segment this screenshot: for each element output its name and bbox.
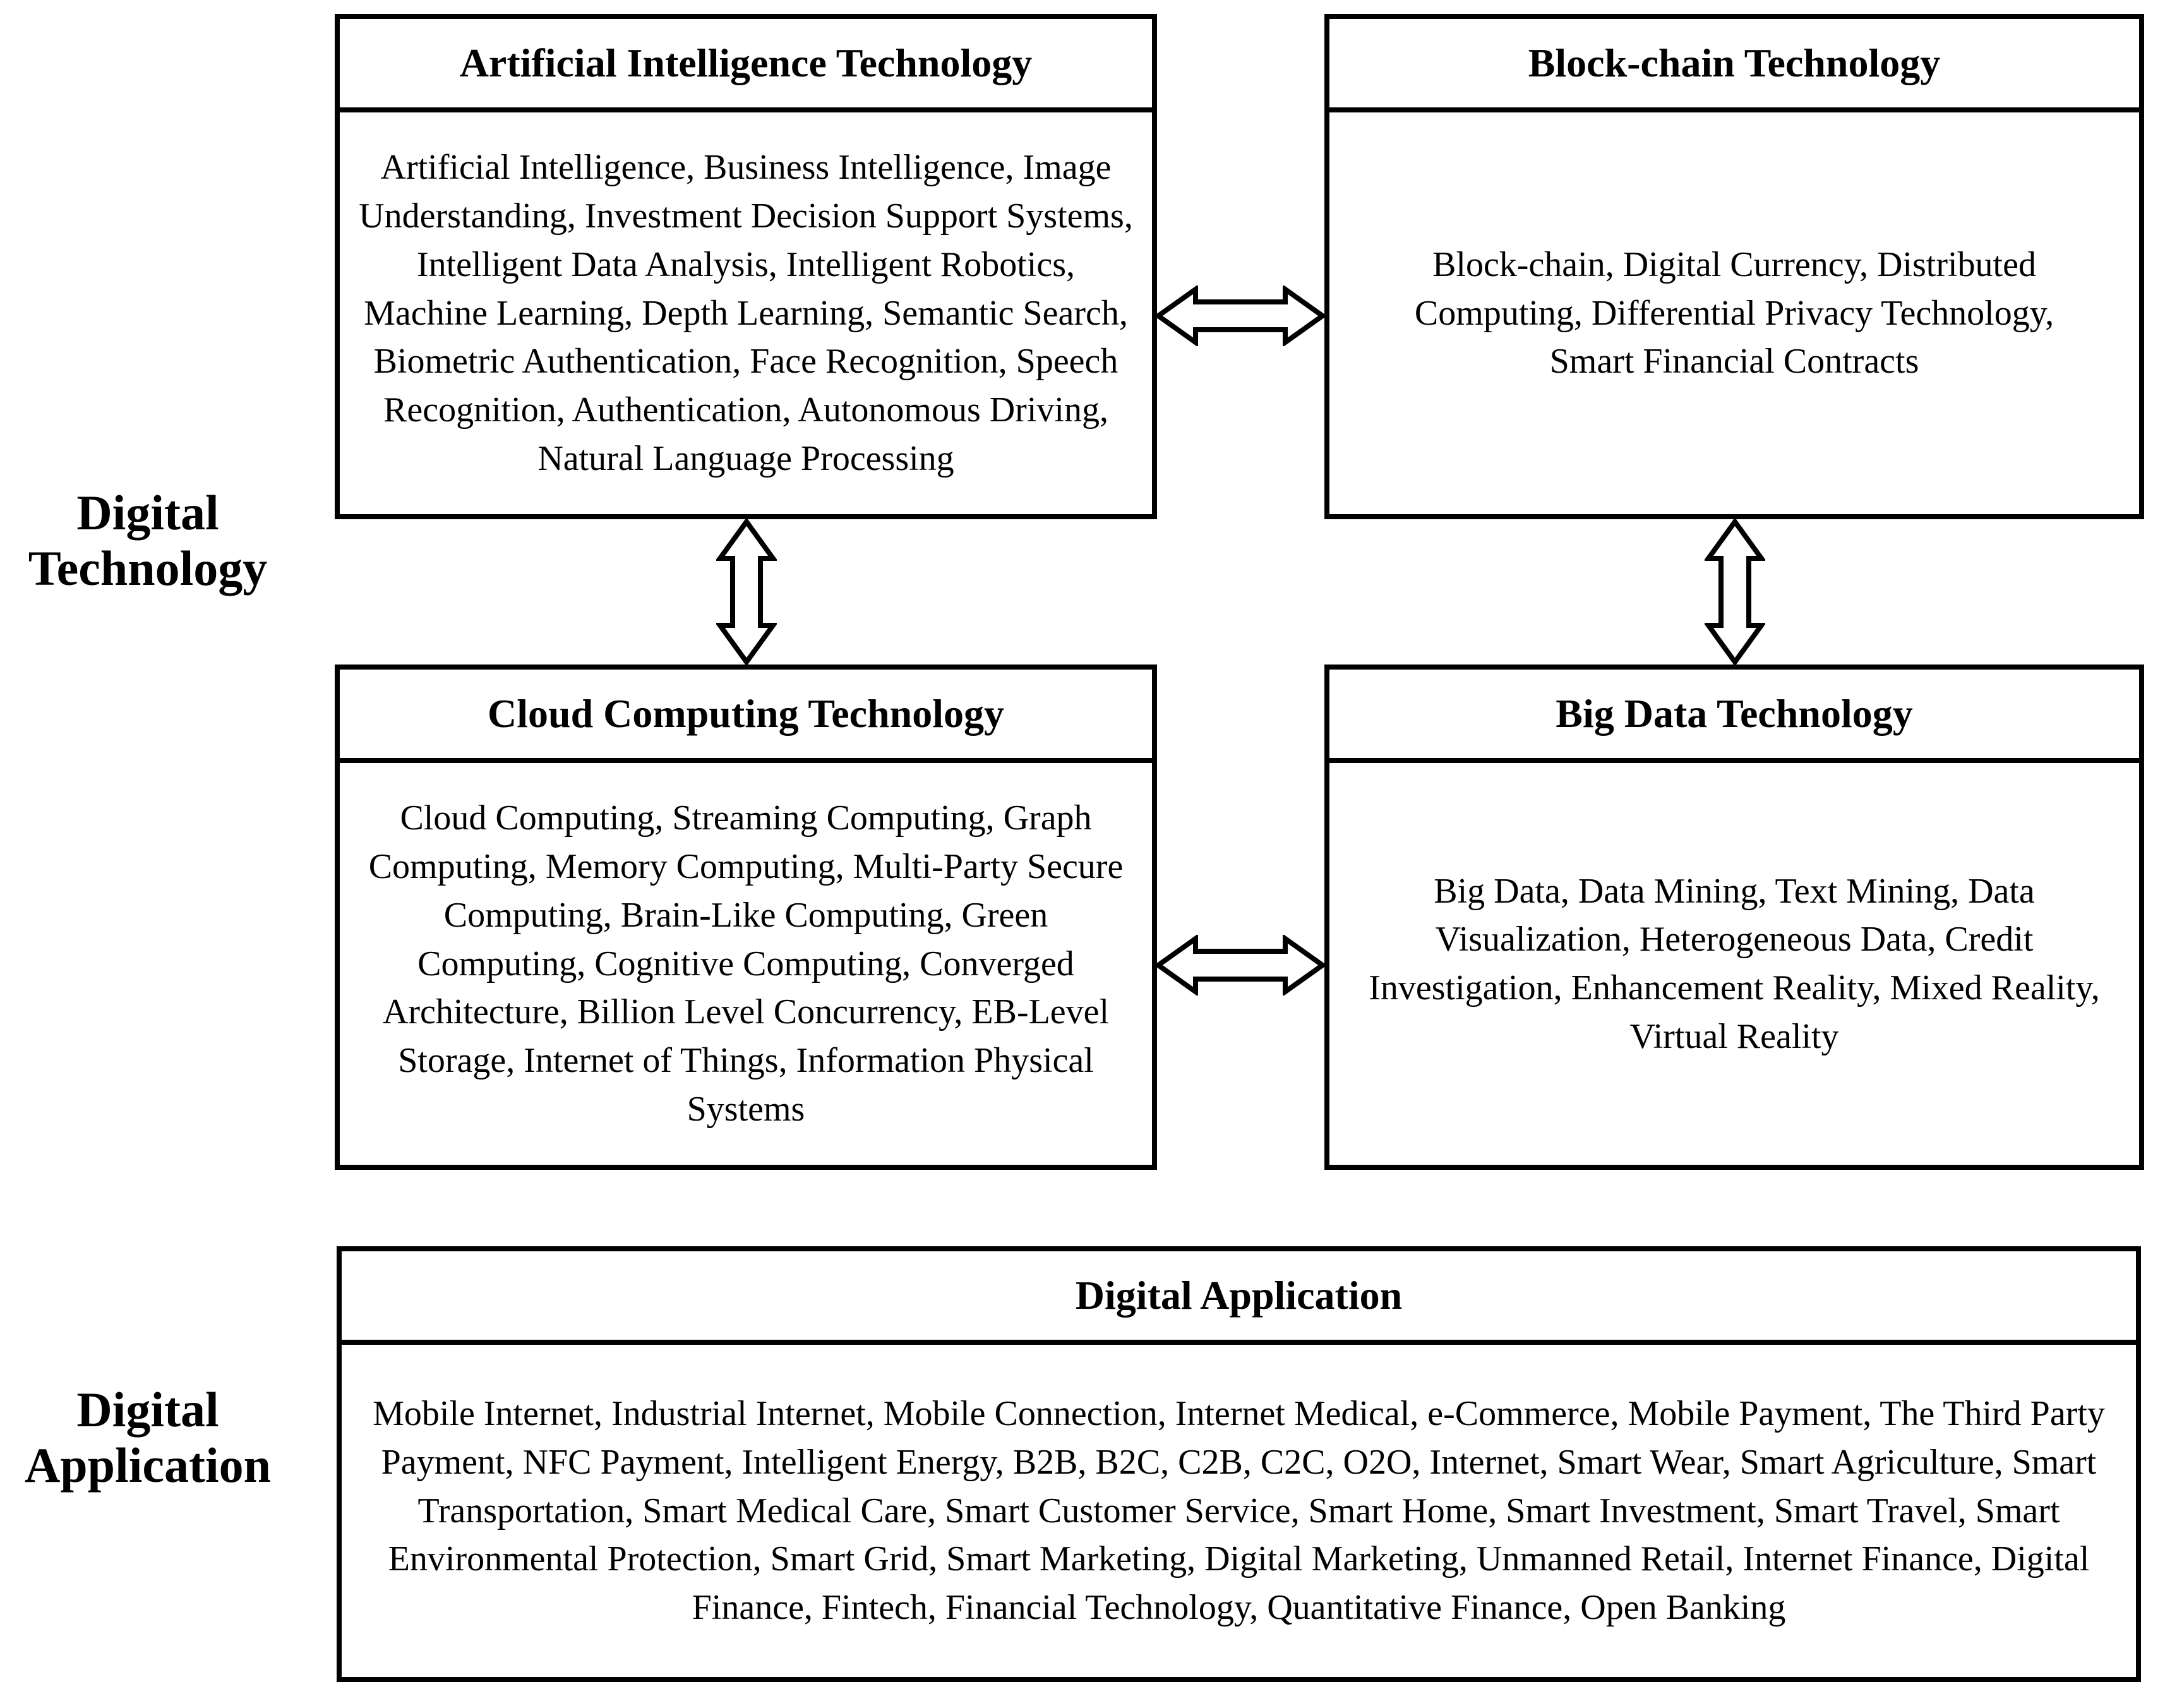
box-block-chain-body: Block-chain, Digital Currency, Distribut… <box>1414 244 2054 382</box>
double-arrow-icon <box>1156 935 1325 995</box>
label-digital-technology: Digital Technology <box>28 485 268 596</box>
box-big-data: Big Data Technology Big Data, Data Minin… <box>1324 665 2144 1170</box>
box-artificial-intelligence-title: Artificial Intelligence Technology <box>340 19 1152 112</box>
box-cloud-computing: Cloud Computing Technology Cloud Computi… <box>335 665 1157 1170</box>
box-big-data-body: Big Data, Data Mining, Text Mining, Data… <box>1369 871 2100 1056</box>
box-artificial-intelligence: Artificial Intelligence Technology Artif… <box>335 14 1157 519</box>
label-digital-application: Digital Application <box>24 1382 272 1493</box>
box-block-chain-title: Block-chain Technology <box>1329 19 2139 112</box>
box-digital-application: Digital Application Mobile Internet, Ind… <box>337 1246 2141 1682</box>
box-artificial-intelligence-body: Artificial Intelligence, Business Intell… <box>359 148 1133 478</box>
box-cloud-computing-body: Cloud Computing, Streaming Computing, Gr… <box>368 798 1124 1129</box>
box-big-data-title: Big Data Technology <box>1329 670 2139 763</box>
box-digital-application-title: Digital Application <box>342 1251 2136 1345</box>
double-arrow-icon <box>1705 519 1765 665</box>
box-cloud-computing-title: Cloud Computing Technology <box>340 670 1152 763</box>
box-digital-application-body: Mobile Internet, Industrial Internet, Mo… <box>373 1394 2105 1628</box>
box-block-chain: Block-chain Technology Block-chain, Digi… <box>1324 14 2144 519</box>
double-arrow-icon <box>1156 286 1325 346</box>
double-arrow-icon <box>716 519 777 665</box>
